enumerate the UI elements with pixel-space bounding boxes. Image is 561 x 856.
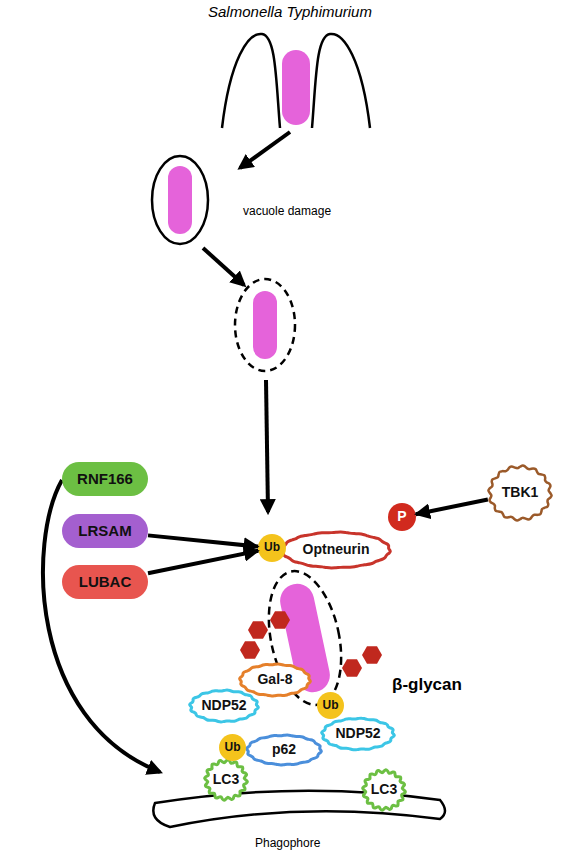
figure-title: Salmonella Typhimurium xyxy=(0,3,561,20)
ligase-pill-fill xyxy=(62,565,148,599)
node-text-group: LC3 xyxy=(203,758,249,802)
ubiquitin-circle-fill xyxy=(258,534,286,562)
node-text-group: LRSAM xyxy=(62,514,148,548)
lc3-circle-fill xyxy=(363,770,406,811)
node-label: LC3 xyxy=(213,772,239,787)
ligase-pill: LRSAM xyxy=(62,514,148,548)
receptor-ellipse: NDP52 xyxy=(320,716,396,752)
node-text-group: Ub xyxy=(317,692,344,719)
flow-arrow xyxy=(240,132,290,168)
flow-arrow xyxy=(148,551,258,573)
damaged-vacuole xyxy=(235,279,295,371)
protein-ellipse: Gal-8 xyxy=(238,662,312,698)
bacterium xyxy=(168,166,192,234)
receptor-ellipse-fill xyxy=(190,690,259,722)
receptor-ellipse: Optneurin xyxy=(280,530,392,570)
node-label: Gal-8 xyxy=(257,672,292,687)
phospho-circle: P xyxy=(388,503,416,531)
receptor-ellipse-fill xyxy=(247,735,322,765)
flow-arrow xyxy=(43,480,160,772)
node-text-group: Optneurin xyxy=(280,530,392,570)
flow-arrow xyxy=(416,500,488,515)
annotation-label: vacuole damage xyxy=(243,204,331,218)
host-membrane xyxy=(312,34,370,128)
node-text-group: p62 xyxy=(245,733,323,767)
vacuole xyxy=(152,156,208,244)
ubiquitin-circle-fill xyxy=(219,734,246,761)
node-label: Optneurin xyxy=(303,542,370,557)
flow-arrow xyxy=(266,380,268,512)
node-text-group: P xyxy=(388,503,416,531)
receptor-ellipse: p62 xyxy=(245,733,323,767)
node-text-group: Ub xyxy=(219,734,246,761)
node-label: P xyxy=(397,509,406,524)
protein-ellipse-fill xyxy=(240,664,311,696)
kinase-circle: TBK1 xyxy=(487,464,553,522)
node-text-group: Ub xyxy=(258,534,286,562)
lc3-circle: LC3 xyxy=(203,758,249,802)
ligase-pill: LUBAC xyxy=(62,565,148,599)
lc3-circle: LC3 xyxy=(361,768,407,812)
host-membrane xyxy=(222,34,280,128)
ubiquitin-circle: Ub xyxy=(258,534,286,562)
node-text-group: LUBAC xyxy=(62,565,148,599)
structure-label: β-glycan xyxy=(392,675,462,695)
ubiquitin-circle: Ub xyxy=(317,692,344,719)
bacterium xyxy=(253,291,277,359)
ubiquitin-circle: Ub xyxy=(219,734,246,761)
glycan-hexagon xyxy=(342,659,362,676)
node-label: NDP52 xyxy=(335,726,380,741)
kinase-circle-fill xyxy=(488,466,551,521)
node-label: LC3 xyxy=(371,782,397,797)
ubiquitin-circle-fill xyxy=(317,692,344,719)
ligase-pill-fill xyxy=(62,514,148,548)
lc3-circle-fill xyxy=(205,760,248,801)
node-text-group: NDP52 xyxy=(188,688,260,724)
node-label: LRSAM xyxy=(78,523,131,540)
node-label: p62 xyxy=(272,742,296,757)
node-label: Ub xyxy=(323,699,339,712)
node-label: Ub xyxy=(225,741,241,754)
glycan-hexagon xyxy=(248,621,268,638)
ligase-pill: RNF166 xyxy=(62,462,148,496)
structure-label: Phagophore xyxy=(255,836,320,850)
flow-arrow xyxy=(203,248,244,285)
receptor-ellipse-fill xyxy=(322,718,395,750)
flow-arrow xyxy=(148,535,258,546)
glycan-hexagon xyxy=(240,641,260,658)
node-text-group: TBK1 xyxy=(487,464,553,522)
node-label: NDP52 xyxy=(201,698,246,713)
receptor-ellipse-fill xyxy=(282,532,391,568)
node-label: LUBAC xyxy=(79,574,132,591)
node-text-group: Gal-8 xyxy=(238,662,312,698)
node-text-group: LC3 xyxy=(361,768,407,812)
ligase-pill-fill xyxy=(62,462,148,496)
node-text-group: RNF166 xyxy=(62,462,148,496)
node-text-group: NDP52 xyxy=(320,716,396,752)
node-label: Ub xyxy=(264,541,280,554)
glycan-hexagon xyxy=(270,611,290,628)
node-label: RNF166 xyxy=(77,471,133,488)
glycan-hexagon xyxy=(362,646,382,663)
receptor-ellipse: NDP52 xyxy=(188,688,260,724)
node-label: TBK1 xyxy=(502,485,539,500)
phospho-circle-fill xyxy=(388,503,416,531)
bacterium xyxy=(282,50,310,125)
